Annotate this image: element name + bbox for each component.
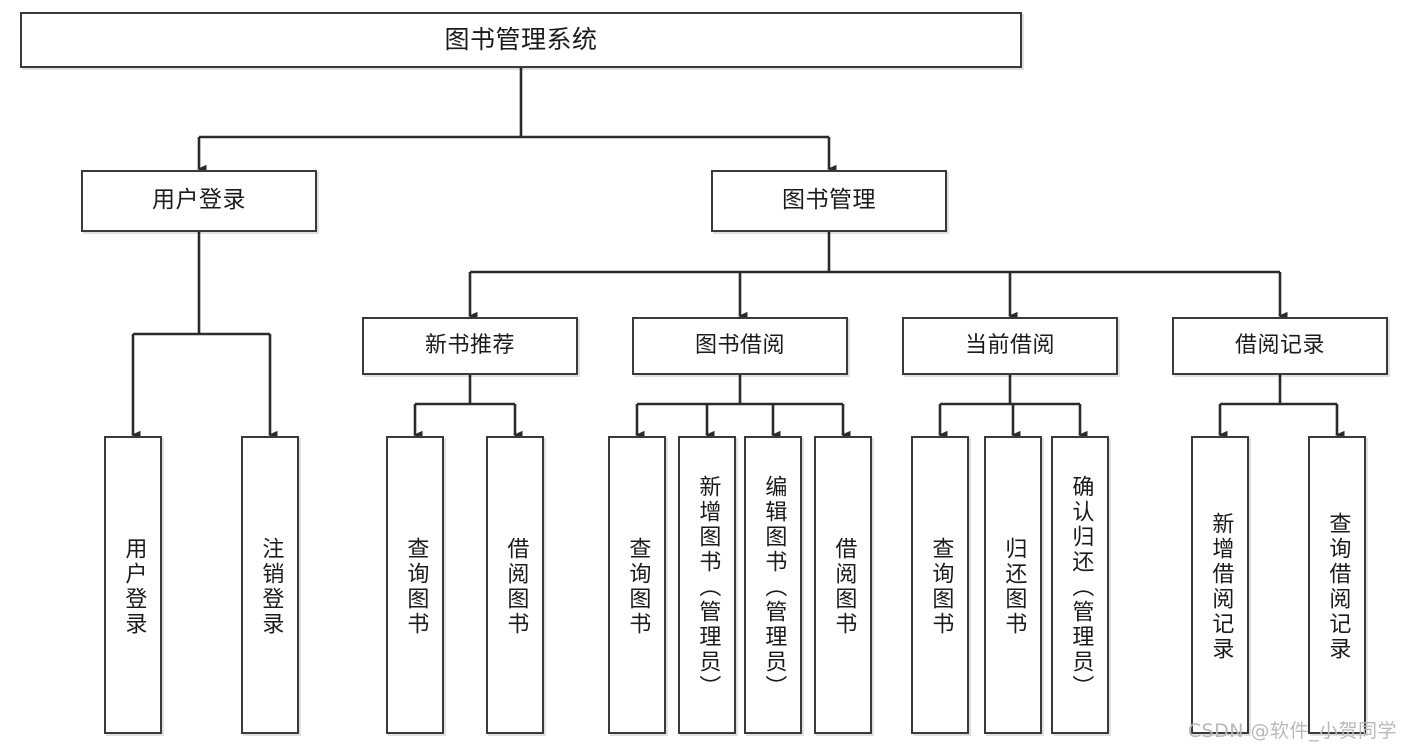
- leaf-node-leaf-query-book-borrow[interactable]: 查询图书: [608, 436, 666, 734]
- leaf-label-leaf-confirm-return: 确认归还（管理员）: [1068, 474, 1094, 700]
- leaf-node-leaf-logout[interactable]: 注销登录: [241, 436, 299, 734]
- leaf-node-leaf-return-book[interactable]: 归还图书: [984, 436, 1042, 734]
- node-user-login[interactable]: 用户登录: [81, 170, 317, 232]
- leaf-node-leaf-confirm-return[interactable]: 确认归还（管理员）: [1051, 436, 1109, 734]
- node-label-book-borrow: 图书借阅: [694, 332, 785, 358]
- node-label-root: 图书管理系统: [444, 25, 598, 54]
- node-label-borrow-records: 借阅记录: [1234, 332, 1325, 358]
- watermark-text: CSDN @软件_小贺同学: [1187, 720, 1397, 742]
- node-label-book-management: 图书管理: [782, 187, 876, 214]
- leaf-node-leaf-query-borrow-record[interactable]: 查询借阅记录: [1308, 436, 1366, 734]
- leaf-label-leaf-user-login: 用户登录: [121, 537, 147, 637]
- leaf-node-leaf-add-book[interactable]: 新增图书（管理员）: [678, 436, 736, 734]
- node-root[interactable]: 图书管理系统: [20, 12, 1022, 68]
- node-book-management[interactable]: 图书管理: [711, 170, 947, 232]
- leaf-label-leaf-add-borrow-record: 新增借阅记录: [1208, 512, 1234, 662]
- node-new-book-recommend[interactable]: 新书推荐: [362, 317, 578, 375]
- node-label-current-borrow: 当前借阅: [964, 332, 1055, 358]
- leaf-label-leaf-edit-book: 编辑图书（管理员）: [761, 474, 787, 700]
- leaf-node-leaf-user-login[interactable]: 用户登录: [104, 436, 162, 734]
- node-current-borrow[interactable]: 当前借阅: [902, 317, 1118, 375]
- leaf-label-leaf-query-book-recommend: 查询图书: [403, 537, 429, 637]
- leaf-label-leaf-add-book: 新增图书（管理员）: [695, 474, 721, 700]
- leaf-node-leaf-edit-book[interactable]: 编辑图书（管理员）: [744, 436, 802, 734]
- connector-group: [131, 68, 1345, 440]
- leaf-node-leaf-query-book-current[interactable]: 查询图书: [911, 436, 969, 734]
- leaf-label-leaf-borrow-book-recommend: 借阅图书: [503, 537, 529, 637]
- leaf-node-leaf-borrow-book[interactable]: 借阅图书: [814, 436, 872, 734]
- node-borrow-records[interactable]: 借阅记录: [1172, 317, 1388, 375]
- leaf-label-leaf-query-book-borrow: 查询图书: [625, 537, 651, 637]
- leaf-node-leaf-query-book-recommend[interactable]: 查询图书: [386, 436, 444, 734]
- node-label-user-login: 用户登录: [152, 187, 246, 214]
- leaf-node-leaf-add-borrow-record[interactable]: 新增借阅记录: [1191, 436, 1249, 734]
- node-book-borrow[interactable]: 图书借阅: [632, 317, 848, 375]
- leaf-label-leaf-query-borrow-record: 查询借阅记录: [1325, 512, 1351, 662]
- node-label-new-book-recommend: 新书推荐: [424, 332, 515, 358]
- leaf-label-leaf-logout: 注销登录: [258, 537, 284, 637]
- leaf-label-leaf-return-book: 归还图书: [1001, 537, 1027, 637]
- leaf-label-leaf-query-book-current: 查询图书: [928, 537, 954, 637]
- leaf-node-leaf-borrow-book-recommend[interactable]: 借阅图书: [486, 436, 544, 734]
- leaf-label-leaf-borrow-book: 借阅图书: [831, 537, 857, 637]
